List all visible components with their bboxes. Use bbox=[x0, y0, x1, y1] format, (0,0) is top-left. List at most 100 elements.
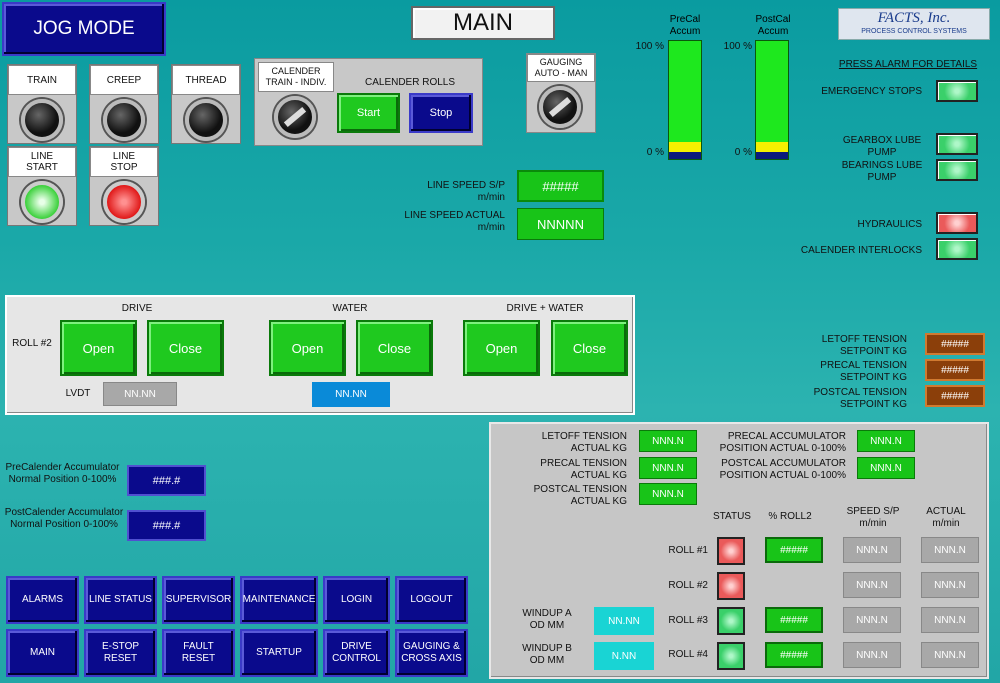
drive-water-open-button[interactable]: Open bbox=[463, 320, 540, 376]
nav-logout[interactable]: LOGOUT bbox=[395, 576, 468, 624]
drive-open-button[interactable]: Open bbox=[60, 320, 137, 376]
roll2-speed-sp[interactable]: NNN.N bbox=[843, 572, 901, 598]
calender-interlocks-alarm[interactable] bbox=[936, 238, 978, 260]
precal-tension-actual-display: NNN.N bbox=[639, 457, 697, 479]
postcal-accum-actual-display: NNN.N bbox=[857, 457, 915, 479]
creep-button-icon bbox=[103, 99, 145, 141]
windup-b-label: WINDUP B OD MM bbox=[522, 643, 572, 666]
selector-switch-icon bbox=[274, 96, 316, 138]
line-stop-pushbutton[interactable]: LINE STOP bbox=[89, 146, 159, 226]
postcal-tension-sp-label: POSTCAL TENSION SETPOINT KG bbox=[813, 387, 907, 410]
nav-supervisor[interactable]: SUPERVISOR bbox=[162, 576, 235, 624]
nav-login[interactable]: LOGIN bbox=[323, 576, 390, 624]
calender-selector-label: CALENDER TRAIN - INDIV. bbox=[258, 62, 334, 92]
precal-min-label: 0 % bbox=[646, 147, 664, 158]
roll4-pct-input[interactable]: ##### bbox=[765, 642, 823, 668]
calender-stop-button[interactable]: Stop bbox=[409, 93, 473, 133]
emergency-stops-label: EMERGENCY STOPS bbox=[821, 86, 922, 97]
nav-drive-control[interactable]: DRIVE CONTROL bbox=[323, 629, 390, 677]
nav-fault-reset[interactable]: FAULT RESET bbox=[162, 629, 235, 677]
bearings-lube-label: BEARINGS LUBE PUMP bbox=[841, 160, 923, 183]
postcal-accum-actual-label: POSTCAL ACCUMULATOR POSITION ACTUAL 0-10… bbox=[719, 458, 846, 481]
drive-label: DRIVE bbox=[121, 303, 153, 314]
windup-a-display: NN.NN bbox=[594, 607, 654, 635]
gauging-selector[interactable]: GAUGING AUTO - MAN bbox=[526, 53, 596, 133]
roll2-label: ROLL #2 bbox=[668, 580, 708, 591]
precal-tension-sp-input[interactable]: ##### bbox=[925, 359, 985, 381]
drive-close-button[interactable]: Close bbox=[147, 320, 224, 376]
letoff-tension-sp-input[interactable]: ##### bbox=[925, 333, 985, 355]
gearbox-lube-alarm[interactable] bbox=[936, 133, 978, 155]
roll4-actual: NNN.N bbox=[921, 642, 979, 668]
line-speed-actual-label: LINE SPEED ACTUAL m/min bbox=[404, 210, 505, 233]
gauging-selector-label: GAUGING AUTO - MAN bbox=[527, 54, 595, 82]
precal-accum-pos-input[interactable]: ###.# bbox=[127, 465, 206, 496]
emergency-stops-alarm[interactable] bbox=[936, 80, 978, 102]
roll3-pct-input[interactable]: ##### bbox=[765, 607, 823, 633]
train-label: TRAIN bbox=[8, 65, 76, 95]
postcal-max-label: 100 % bbox=[723, 41, 752, 52]
train-button-icon bbox=[21, 99, 63, 141]
roll4-label: ROLL #4 bbox=[668, 649, 708, 660]
postcal-accum-pos-input[interactable]: ###.# bbox=[127, 510, 206, 541]
line-start-pushbutton[interactable]: LINE START bbox=[7, 146, 77, 226]
roll1-speed-sp[interactable]: NNN.N bbox=[843, 537, 901, 563]
roll3-speed-sp[interactable]: NNN.N bbox=[843, 607, 901, 633]
train-pushbutton[interactable]: TRAIN bbox=[7, 64, 77, 144]
nav-maintenance[interactable]: MAINTENANCE bbox=[240, 576, 318, 624]
roll4-status-lamp bbox=[717, 642, 745, 670]
water-label: WATER bbox=[332, 303, 368, 314]
facts-logo: FACTS, Inc. PROCESS CONTROL SYSTEMS bbox=[838, 8, 990, 40]
water-close-button[interactable]: Close bbox=[356, 320, 433, 376]
nav-line-status[interactable]: LINE STATUS bbox=[84, 576, 157, 624]
nav-gauging[interactable]: GAUGING & CROSS AXIS bbox=[395, 629, 468, 677]
nav-startup[interactable]: STARTUP bbox=[240, 629, 318, 677]
line-stop-label: LINE STOP bbox=[90, 147, 158, 177]
nav-alarms[interactable]: ALARMS bbox=[6, 576, 79, 624]
thread-button-icon bbox=[185, 99, 227, 141]
windup-b-display: N.NN bbox=[594, 642, 654, 670]
roll3-status-lamp bbox=[717, 607, 745, 635]
roll2-actual: NNN.N bbox=[921, 572, 979, 598]
thread-pushbutton[interactable]: THREAD bbox=[171, 64, 241, 144]
jog-mode-button[interactable]: JOG MODE bbox=[2, 2, 166, 56]
postcal-accum-pos-label: PostCalender Accumulator Normal Position… bbox=[4, 507, 124, 530]
letoff-tension-actual-label: LETOFF TENSION ACTUAL KG bbox=[541, 431, 627, 454]
status-column-header: STATUS bbox=[713, 511, 751, 522]
postcal-tension-sp-input[interactable]: ##### bbox=[925, 385, 985, 407]
water-open-button[interactable]: Open bbox=[269, 320, 346, 376]
precal-max-label: 100 % bbox=[635, 41, 664, 52]
gauging-switch-icon bbox=[539, 86, 581, 128]
roll-panel-roll-label: ROLL #2 bbox=[12, 338, 52, 349]
precal-accum-actual-display: NNN.N bbox=[857, 430, 915, 452]
line-speed-sp-input[interactable]: ##### bbox=[517, 170, 604, 202]
postcal-accum-bar bbox=[755, 40, 789, 160]
hydraulics-alarm[interactable] bbox=[936, 212, 978, 234]
precal-accum-actual-label: PRECAL ACCUMULATOR POSITION ACTUAL 0-100… bbox=[719, 431, 846, 454]
roll1-status-lamp bbox=[717, 537, 745, 565]
precal-accum-bar bbox=[668, 40, 702, 160]
drive-water-close-button[interactable]: Close bbox=[551, 320, 628, 376]
thread-label: THREAD bbox=[172, 65, 240, 95]
nav-main[interactable]: MAIN bbox=[6, 629, 79, 677]
alarm-header: PRESS ALARM FOR DETAILS bbox=[838, 59, 978, 70]
postcal-min-label: 0 % bbox=[734, 147, 752, 158]
calender-start-button[interactable]: Start bbox=[337, 93, 400, 133]
roll1-label: ROLL #1 bbox=[668, 545, 708, 556]
speed-sp-column-header: SPEED S/P m/min bbox=[846, 506, 900, 529]
roll1-pct-input[interactable]: ##### bbox=[765, 537, 823, 563]
roll4-speed-sp[interactable]: NNN.N bbox=[843, 642, 901, 668]
roll2-status-lamp bbox=[717, 572, 745, 600]
precal-accum-pos-label: PreCalender Accumulator Normal Position … bbox=[5, 462, 120, 485]
bearings-lube-alarm[interactable] bbox=[936, 159, 978, 181]
line-speed-sp-label: LINE SPEED S/P m/min bbox=[427, 180, 505, 203]
nav-estop-reset[interactable]: E-STOP RESET bbox=[84, 629, 157, 677]
page-title: MAIN bbox=[411, 6, 555, 40]
hydraulics-label: HYDRAULICS bbox=[857, 219, 922, 230]
line-start-label: LINE START bbox=[8, 147, 76, 177]
creep-pushbutton[interactable]: CREEP bbox=[89, 64, 159, 144]
actual-column-header: ACTUAL m/min bbox=[926, 506, 966, 529]
gearbox-lube-label: GEARBOX LUBE PUMP bbox=[842, 135, 922, 158]
precal-tension-sp-label: PRECAL TENSION SETPOINT KG bbox=[820, 360, 907, 383]
calender-selector[interactable]: CALENDER TRAIN - INDIV. bbox=[258, 62, 334, 142]
